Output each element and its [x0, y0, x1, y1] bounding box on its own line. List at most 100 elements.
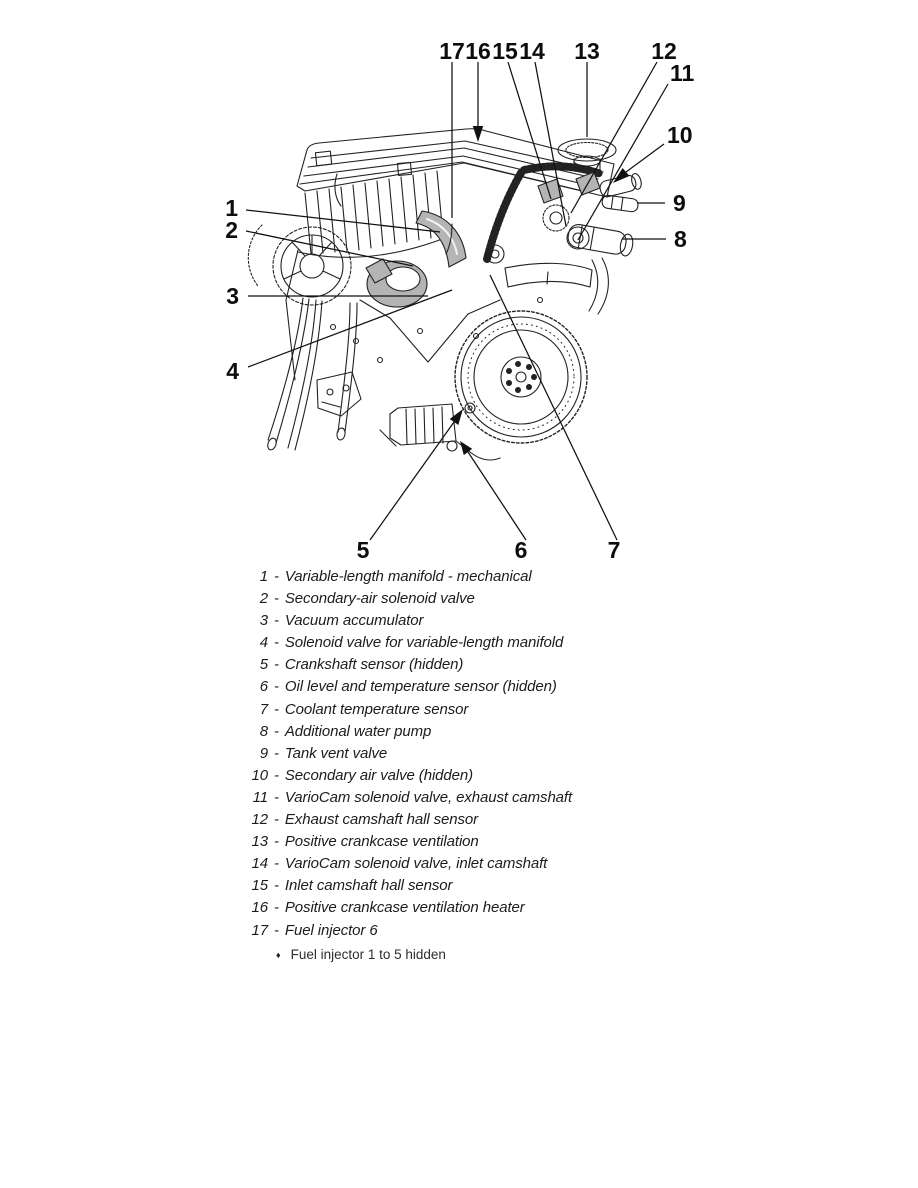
legend-item-dash: -	[274, 855, 279, 873]
legend-list: 1 - Variable-length manifold - mechanica…	[244, 566, 724, 942]
legend-item: 16 - Positive crankcase ventilation heat…	[244, 897, 724, 919]
callout-number-5: 5	[357, 537, 370, 563]
legend-item-number: 14	[251, 855, 269, 873]
additional-water-pump	[567, 224, 634, 257]
callout-number-17: 17	[439, 38, 465, 64]
legend-item-label: Additional water pump	[284, 722, 432, 740]
legend-note: ♦ Fuel injector 1 to 5 hidden	[276, 945, 724, 965]
legend-item: 3 - Vacuum accumulator	[244, 610, 724, 632]
vacuum-accumulator	[365, 258, 428, 308]
legend-item-number: 9	[259, 744, 268, 762]
legend-item: 10 - Secondary air valve (hidden)	[244, 765, 724, 787]
leader-line-7	[489, 274, 618, 541]
legend-item: 15 - Inlet camshaft hall sensor	[244, 875, 724, 897]
legend-item-number: 4	[259, 634, 268, 652]
legend-item: 11 - VarioCam solenoid valve, exhaust ca…	[244, 787, 724, 809]
legend-item-label: Tank vent valve	[284, 744, 388, 762]
legend-item-dash: -	[274, 722, 279, 740]
callout-number-16: 16	[465, 38, 491, 64]
legend-item-number: 2	[259, 590, 268, 608]
legend-item: 9 - Tank vent valve	[244, 743, 724, 765]
legend-item-dash: -	[274, 899, 279, 917]
legend-item-number: 15	[251, 877, 269, 895]
legend-item: 7 - Coolant temperature sensor	[244, 699, 724, 721]
legend-item-label: Variable-length manifold - mechanical	[284, 568, 532, 585]
legend-item-number: 17	[251, 921, 269, 939]
legend-item-label: Positive crankcase ventilation heater	[284, 899, 525, 917]
legend-item-dash: -	[274, 766, 279, 784]
legend-item-dash: -	[274, 877, 279, 895]
pcv-disc	[557, 138, 617, 171]
callout-number-4: 4	[226, 358, 239, 384]
corrugated-hose	[483, 162, 605, 263]
callout-number-11: 11	[670, 60, 695, 86]
pulley-wheel	[247, 224, 352, 306]
mount-bracket	[316, 371, 362, 417]
legend-item: 6 - Oil level and temperature sensor (hi…	[244, 676, 724, 698]
legend-item-dash: -	[274, 590, 279, 608]
legend-item: 8 - Additional water pump	[244, 721, 724, 743]
legend-item-label: Fuel injector 6	[284, 921, 378, 939]
legend-item: 17 - Fuel injector 6	[244, 920, 724, 942]
legend-item: 4 - Solenoid valve for variable-length m…	[244, 632, 724, 654]
legend-item-label: Solenoid valve for variable-length manif…	[284, 634, 564, 652]
legend-item-label: Secondary air valve (hidden)	[284, 766, 474, 784]
callout-number-2: 2	[225, 217, 238, 243]
arrowhead-5	[449, 409, 463, 425]
callout-number-15: 15	[492, 38, 518, 64]
arrowhead-10	[613, 168, 630, 183]
legend-item-number: 7	[259, 700, 268, 718]
callout-number-12: 12	[651, 38, 677, 64]
legend-item-number: 12	[251, 811, 269, 829]
leader-line-5	[369, 421, 455, 541]
callout-number-7: 7	[608, 537, 621, 563]
legend-item-label: Crankshaft sensor (hidden)	[284, 656, 464, 674]
legend-item-number: 5	[259, 656, 268, 674]
leader-line-11	[577, 83, 669, 241]
legend-item-number: 13	[251, 833, 269, 851]
callout-number-6: 6	[515, 537, 528, 563]
callout-number-14: 14	[519, 38, 545, 64]
legend-item-label: VarioCam solenoid valve, exhaust camshaf…	[284, 788, 573, 806]
legend-item-label: Vacuum accumulator	[284, 612, 424, 630]
callout-number-13: 13	[574, 38, 600, 64]
flywheel	[454, 310, 588, 444]
legend-item-dash: -	[274, 833, 279, 851]
engine-block	[285, 223, 593, 461]
legend-item-dash: -	[274, 744, 279, 762]
legend-item-number: 8	[259, 722, 268, 740]
parts-legend: 1 - Variable-length manifold - mechanica…	[244, 566, 724, 965]
legend-item: 2 - Secondary-air solenoid valve	[244, 588, 724, 610]
legend-item: 14 - VarioCam solenoid valve, inlet cams…	[244, 853, 724, 875]
legend-item-dash: -	[274, 921, 279, 939]
legend-item-dash: -	[274, 678, 279, 696]
legend-item-dash: -	[274, 568, 279, 585]
legend-item-label: Oil level and temperature sensor (hidden…	[284, 678, 557, 696]
leader-line-14	[534, 61, 567, 227]
leader-line-4	[247, 289, 453, 368]
leader-line-12	[570, 61, 658, 214]
intake-runners	[297, 170, 451, 258]
legend-item-label: VarioCam solenoid valve, inlet camshaft	[284, 855, 548, 873]
legend-item-dash: -	[274, 811, 279, 829]
leader-line-1	[245, 209, 441, 233]
legend-item-dash: -	[274, 634, 279, 652]
legend-item-number: 6	[259, 678, 268, 696]
arrowhead-6	[460, 441, 473, 456]
legend-item-dash: -	[274, 700, 279, 718]
tank-vent-valve	[601, 194, 639, 213]
legend-item: 12 - Exhaust camshaft hall sensor	[244, 809, 724, 831]
callout-number-8: 8	[674, 226, 687, 252]
leader-line-15	[507, 61, 552, 200]
legend-item-dash: -	[274, 788, 279, 806]
callout-number-9: 9	[673, 190, 686, 216]
legend-item-dash: -	[274, 612, 279, 630]
legend-item-number: 11	[252, 788, 268, 806]
legend-item: 5 - Crankshaft sensor (hidden)	[244, 654, 724, 676]
variable-length-manifold	[415, 210, 467, 268]
legend-item-label: Exhaust camshaft hall sensor	[284, 811, 479, 829]
legend-item-dash: -	[274, 656, 279, 674]
legend-item-number: 16	[251, 899, 269, 917]
legend-item-number: 10	[251, 766, 269, 784]
leader-line-10	[625, 143, 665, 173]
